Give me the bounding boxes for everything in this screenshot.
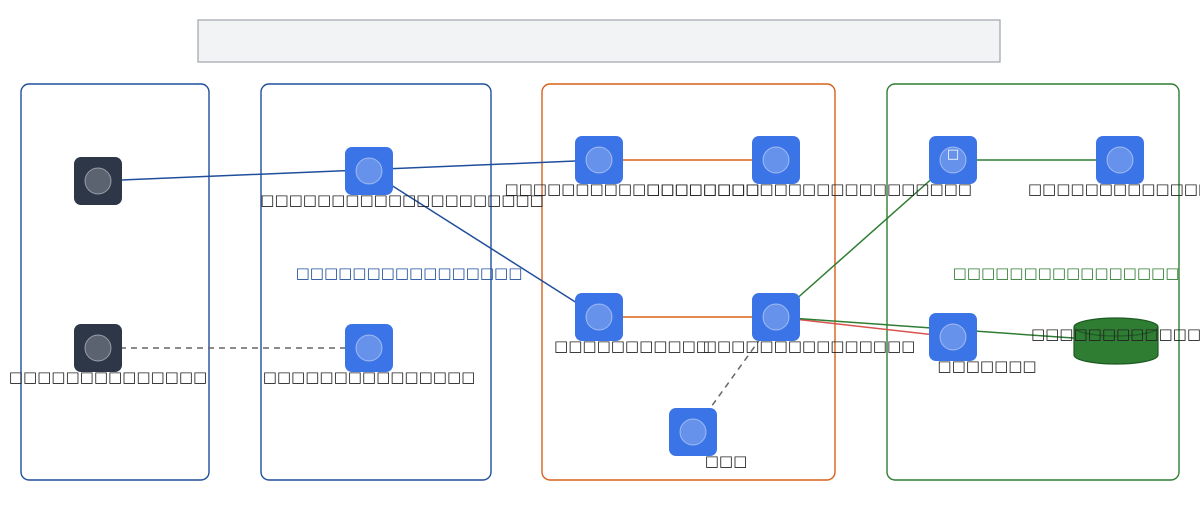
generic-node-icon — [355, 157, 383, 185]
group-panel — [20, 83, 210, 481]
node-box — [929, 136, 977, 184]
title-bar — [197, 19, 1001, 63]
group-panel — [886, 83, 1180, 481]
node-box — [74, 157, 122, 205]
node-n2[interactable]: □□□□□□□□□□□□□□ — [9, 324, 207, 386]
node-label: □□□ — [705, 452, 748, 470]
generic-node-icon — [84, 334, 112, 362]
generic-node-icon — [1106, 146, 1134, 174]
database-icon — [1073, 317, 1159, 337]
database-body — [1073, 327, 1159, 365]
node-n13[interactable]: □□□□□□□□□□□□ — [1031, 317, 1200, 365]
node-label: □□□□□□□□□□□□□□□ — [263, 368, 476, 386]
generic-node-icon — [355, 334, 383, 362]
node-n5[interactable]: □□□□□□□□□□□□□□□□□□ — [504, 136, 760, 198]
edge-n12-n8 — [775, 313, 954, 338]
node-label: □□□□□□□□□□□□□□□ — [703, 337, 916, 355]
generic-node-icon — [679, 418, 707, 446]
node-box — [669, 408, 717, 456]
node-glyph: □ — [947, 147, 959, 162]
node-box — [345, 324, 393, 372]
node-box — [752, 293, 800, 341]
node-label: □□□□□□□ — [937, 357, 1036, 375]
node-label: □□□□□□□□□□□□□□□□□□ — [504, 180, 759, 198]
generic-node-icon — [939, 146, 967, 174]
node-n3[interactable]: □□□□□□□□□□□□□□□□□□□□ — [260, 147, 544, 209]
node-n6[interactable]: □□□□□□□□□□□□□□□□□□□□□□□ — [646, 136, 972, 198]
generic-node-icon — [762, 146, 790, 174]
group-panel — [541, 83, 836, 481]
group-label: □□□□□□□□□□□□□□□□ — [953, 264, 1180, 282]
node-box — [752, 136, 800, 184]
node-label: □□□□□□□□□□□□ — [1031, 325, 1200, 343]
node-box — [575, 293, 623, 341]
edge-n3-n7 — [368, 170, 600, 318]
group-panel — [260, 83, 492, 481]
node-n4[interactable]: □□□□□□□□□□□□□□□ — [263, 324, 476, 386]
node-n11[interactable]: □□□□□□□□□□□□□ — [1028, 136, 1200, 198]
node-n8[interactable]: □□□□□□□□□□□□□□□ — [703, 293, 916, 355]
generic-node-icon — [762, 303, 790, 331]
node-box — [1096, 136, 1144, 184]
node-box — [575, 136, 623, 184]
generic-node-icon — [585, 303, 613, 331]
node-n12[interactable]: □□□□□□□ — [929, 313, 1037, 375]
node-n7[interactable]: □□□□□□□□□□□ — [554, 293, 710, 355]
generic-node-icon — [84, 167, 112, 195]
node-label: □□□□□□□□□□□□□ — [1028, 180, 1200, 198]
node-n1[interactable] — [74, 157, 122, 205]
node-box — [345, 147, 393, 195]
generic-node-icon — [939, 323, 967, 351]
node-label: □□□□□□□□□□□□□□□□□□□□ — [260, 191, 543, 209]
nodes-layer: □□□□□□□□□□□□□□□□□□□□□□□□□□□□□□□□□□□□□□□□… — [9, 136, 1200, 470]
node-box — [929, 313, 977, 361]
generic-node-icon — [585, 146, 613, 174]
node-label: □□□□□□□□□□□ — [554, 337, 710, 355]
node-label: □□□□□□□□□□□□□□□□□□□□□□□ — [646, 180, 972, 198]
node-label: □□□□□□□□□□□□□□ — [9, 368, 207, 386]
groups-layer: □□□□□□□□□□□□□□□□□□□□□□□□□□□□□□□□ — [20, 83, 1180, 481]
group-label: □□□□□□□□□□□□□□□□ — [296, 264, 523, 282]
node-box — [74, 324, 122, 372]
edge-n8-n10 — [775, 159, 954, 318]
node-n9[interactable]: □□□ — [669, 408, 747, 470]
node-n10[interactable]: □ — [929, 136, 977, 184]
